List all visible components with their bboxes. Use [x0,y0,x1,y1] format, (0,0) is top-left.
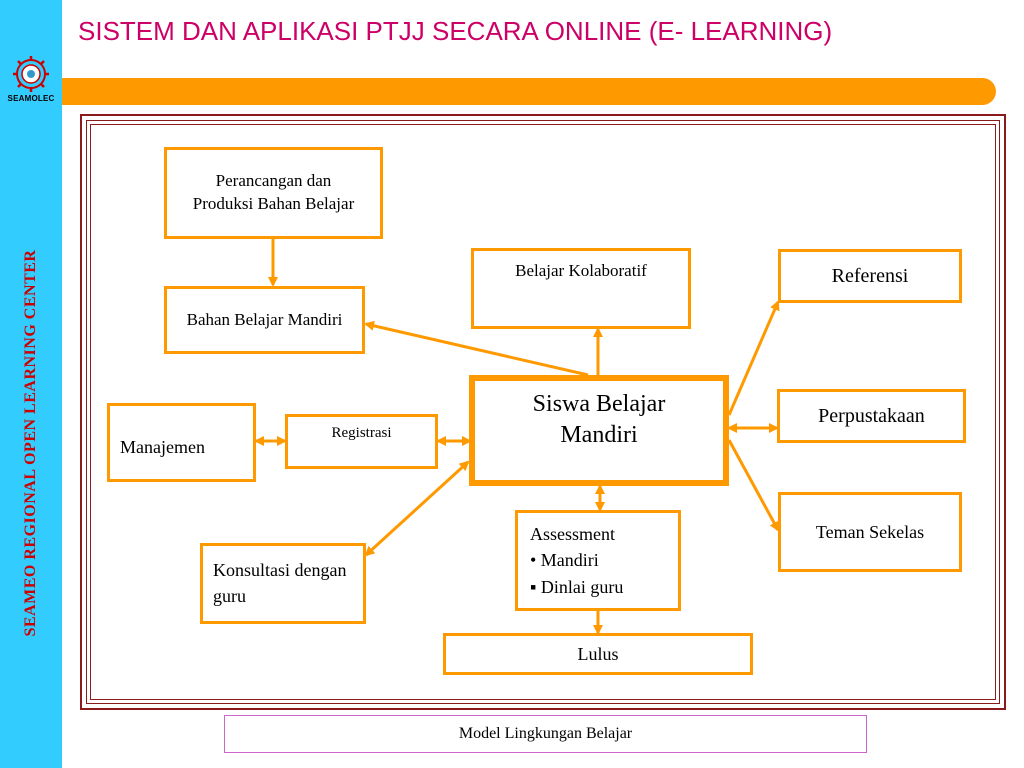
box-siswa-belajar: Siswa Belajar Mandiri [469,375,729,486]
box-konsultasi-label: Konsultasi dengan guru [213,560,347,606]
box-registrasi-label: Registrasi [331,425,392,441]
box-bahan-belajar: Bahan Belajar Mandiri [164,286,365,354]
box-siswa-label: Siswa Belajar Mandiri [532,391,666,449]
arrow-siswa-referensi [727,300,780,416]
box-lulus-label: Lulus [577,643,619,664]
arrow-siswa-konsultasi [364,460,470,557]
box-bahan-label: Bahan Belajar Mandiri [186,309,343,329]
box-lulus: Lulus [443,633,753,675]
diagram-caption: Model Lingkungan Belajar [224,715,867,753]
assessment-item-mandiri: • Mandiri [530,550,599,571]
box-teman-sekelas: Teman Sekelas [778,492,962,572]
box-registrasi: Registrasi [285,414,438,469]
box-perpustakaan-label: Perpustakaan [818,404,925,427]
box-assessment: Assessment • Mandiri ▪ Dinlai guru [515,510,681,611]
assessment-title: Assessment [530,524,615,545]
box-kolaboratif: Belajar Kolaboratif [471,248,691,329]
seamolec-logo-icon [13,56,49,92]
arrow-siswa-bahan [364,320,589,377]
logo-text: SEAMOLEC [7,94,55,103]
box-perpustakaan: Perpustakaan [777,389,966,443]
box-kolaboratif-label: Belajar Kolaboratif [515,261,647,280]
sidebar: SEAMOLEC SEAMEO REGIONAL OPEN LEARNING C… [0,0,62,768]
assessment-item-dinlai: ▪ Dinlai guru [530,576,624,597]
page-title: SISTEM DAN APLIKASI PTJJ SECARA ONLINE (… [78,16,833,46]
box-konsultasi: Konsultasi dengan guru [200,543,366,624]
box-manajemen-label: Manajemen [120,437,205,457]
box-teman-label: Teman Sekelas [815,521,925,542]
diagram-frame [80,114,1006,710]
box-perancangan: Perancangan dan Produksi Bahan Belajar [164,147,383,239]
box-referensi-label: Referensi [831,264,909,287]
box-manajemen: Manajemen [107,403,256,482]
box-perancangan-label: Perancangan dan Produksi Bahan Belajar [192,171,355,213]
header-orange-bar [62,78,996,105]
box-referensi: Referensi [778,249,962,303]
arrow-siswa-teman [727,439,780,532]
